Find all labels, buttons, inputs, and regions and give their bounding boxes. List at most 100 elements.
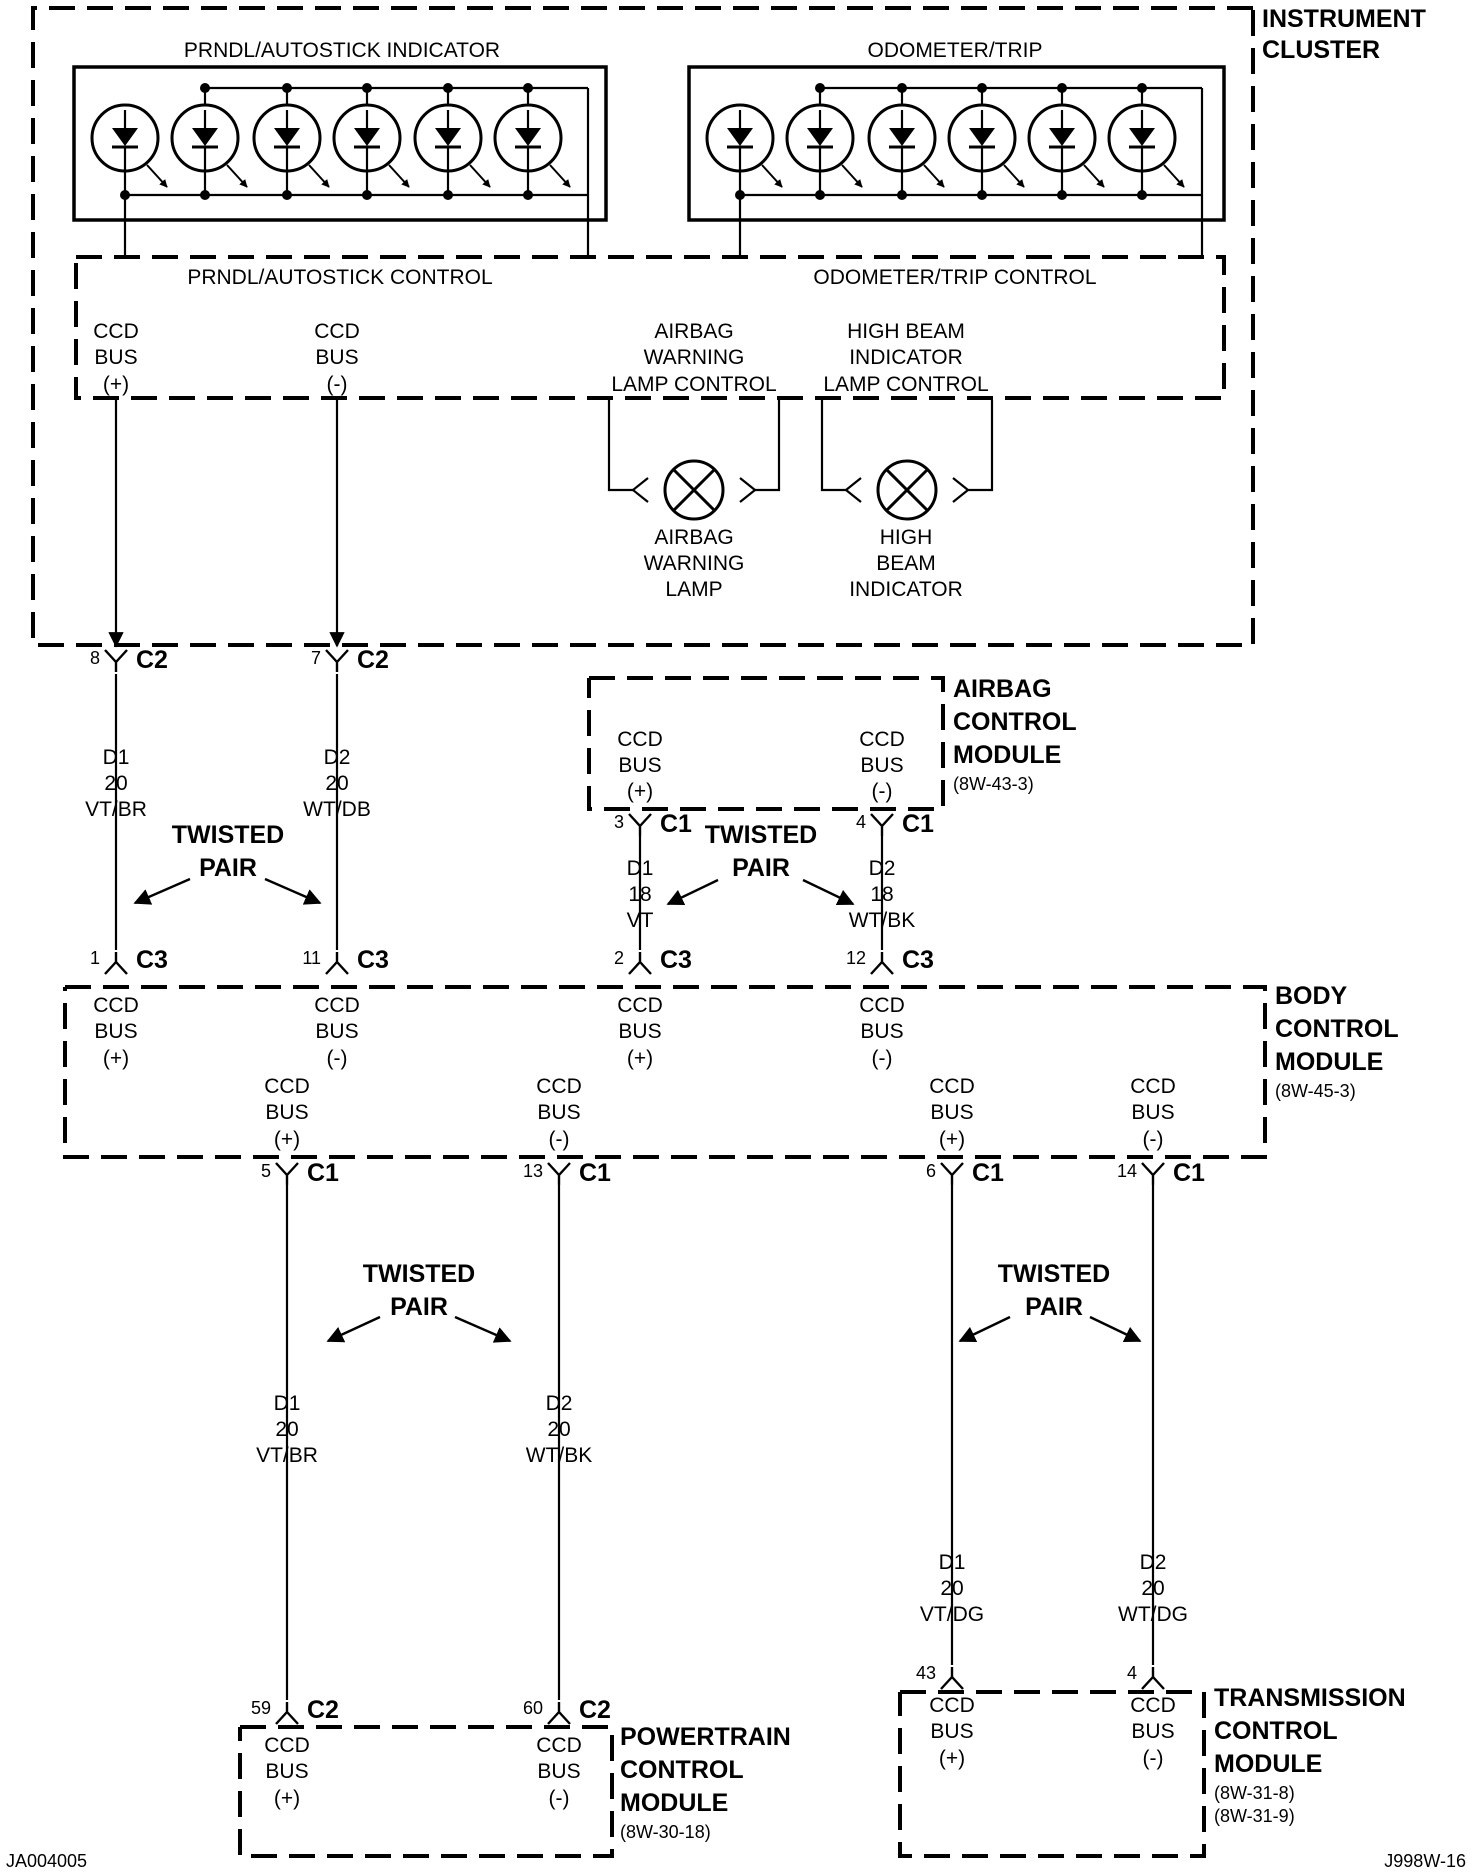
svg-text:WT/DG: WT/DG (1118, 1603, 1188, 1626)
prndl-control-label: PRNDL/AUTOSTICK CONTROL (187, 266, 492, 289)
svg-text:CCD: CCD (859, 994, 905, 1017)
svg-text:VT/DG: VT/DG (920, 1603, 984, 1626)
svg-text:CCD: CCD (93, 320, 139, 343)
odometer-led-segment-icon (867, 83, 945, 200)
airbag-warning-lamp-control-label: AIRBAG WARNING LAMP CONTROL (611, 320, 776, 396)
svg-text:BODY: BODY (1275, 982, 1348, 1010)
svg-text:MODULE: MODULE (620, 1789, 728, 1817)
svg-text:BUS: BUS (537, 1101, 580, 1124)
svg-text:(-): (-) (327, 373, 348, 396)
svg-text:C1: C1 (579, 1159, 611, 1187)
svg-text:TWISTED: TWISTED (705, 821, 818, 849)
svg-text:3: 3 (614, 812, 624, 832)
svg-text:(-): (-) (1143, 1128, 1164, 1151)
connector-tcm-43: 43 (916, 1663, 964, 1690)
prndl-led-segment-icon (90, 103, 168, 200)
connector-bcm-c1-13: 13 C1 (523, 1159, 611, 1187)
svg-text:MODULE: MODULE (1275, 1048, 1383, 1076)
svg-text:CCD: CCD (617, 728, 663, 751)
svg-text:(-): (-) (327, 1047, 348, 1070)
svg-text:(+): (+) (939, 1128, 965, 1151)
svg-text:20: 20 (1141, 1577, 1164, 1600)
svg-text:WARNING: WARNING (644, 346, 745, 369)
connector-tcm-4: 4 (1127, 1663, 1165, 1690)
svg-text:C3: C3 (357, 946, 389, 974)
svg-text:12: 12 (846, 948, 866, 968)
svg-text:8: 8 (90, 648, 100, 668)
svg-text:1: 1 (90, 948, 100, 968)
svg-text:(8W-31-9): (8W-31-9) (1214, 1806, 1295, 1826)
instrument-cluster-title-2: CLUSTER (1262, 36, 1380, 64)
svg-text:VT: VT (627, 909, 654, 932)
prndl-led-segment-icon (332, 83, 410, 200)
svg-text:CCD: CCD (929, 1075, 975, 1098)
svg-text:BUS: BUS (94, 346, 137, 369)
svg-text:CCD: CCD (536, 1734, 582, 1757)
svg-text:C2: C2 (307, 1696, 339, 1724)
svg-text:D1: D1 (103, 746, 130, 769)
svg-text:D1: D1 (627, 857, 654, 880)
svg-text:CCD: CCD (1130, 1694, 1176, 1717)
svg-text:CCD: CCD (859, 728, 905, 751)
svg-text:CCD: CCD (264, 1075, 310, 1098)
svg-text:BUS: BUS (618, 1020, 661, 1043)
instrument-cluster-title-1: INSTRUMENT (1262, 5, 1426, 33)
svg-text:20: 20 (104, 772, 127, 795)
odometer-led-segment-icon (785, 83, 863, 200)
svg-text:BUS: BUS (1131, 1101, 1174, 1124)
svg-text:(8W-43-3): (8W-43-3) (953, 774, 1034, 794)
svg-text:CONTROL: CONTROL (620, 1756, 744, 1784)
svg-text:D2: D2 (1140, 1551, 1167, 1574)
svg-text:VT/BR: VT/BR (256, 1444, 318, 1467)
prndl-indicator-display (72, 65, 608, 222)
connector-acm-c1-4: 4 C1 (856, 810, 934, 838)
svg-text:BUS: BUS (315, 346, 358, 369)
svg-text:(8W-31-8): (8W-31-8) (1214, 1783, 1295, 1803)
svg-text:C1: C1 (902, 810, 934, 838)
svg-text:D2: D2 (324, 746, 351, 769)
svg-text:C2: C2 (357, 646, 389, 674)
svg-text:WT/BK: WT/BK (526, 1444, 593, 1467)
svg-text:MODULE: MODULE (953, 741, 1061, 769)
svg-text:LAMP CONTROL: LAMP CONTROL (823, 373, 988, 396)
svg-text:18: 18 (870, 883, 893, 906)
svg-text:AIRBAG: AIRBAG (654, 320, 733, 343)
svg-text:(8W-30-18): (8W-30-18) (620, 1822, 711, 1842)
svg-text:AIRBAG: AIRBAG (953, 675, 1052, 703)
svg-text:INDICATOR: INDICATOR (849, 578, 963, 601)
prndl-led-segment-icon (252, 83, 330, 200)
svg-text:CONTROL: CONTROL (1275, 1015, 1399, 1043)
svg-text:BUS: BUS (618, 754, 661, 777)
body-control-module: BODY CONTROL MODULE (8W-45-3) CCD BUS (+… (63, 982, 1399, 1159)
svg-text:(+): (+) (627, 780, 653, 803)
svg-text:13: 13 (523, 1161, 543, 1181)
svg-text:TRANSMISSION: TRANSMISSION (1214, 1684, 1406, 1712)
airbag-warning-lamp: AIRBAG WARNING LAMP (607, 400, 781, 601)
svg-text:BUS: BUS (860, 754, 903, 777)
svg-text:INDICATOR: INDICATOR (849, 346, 963, 369)
odometer-led-segment-icon (1027, 83, 1105, 200)
svg-text:C1: C1 (1173, 1159, 1205, 1187)
svg-text:20: 20 (275, 1418, 298, 1441)
svg-text:BUS: BUS (860, 1020, 903, 1043)
svg-text:CCD: CCD (264, 1734, 310, 1757)
cluster-ccd-bus-minus: CCD BUS (-) (314, 320, 360, 396)
svg-text:HIGH: HIGH (880, 526, 933, 549)
svg-text:CCD: CCD (929, 1694, 975, 1717)
figure-id-left: JA004005 (6, 1851, 87, 1871)
svg-text:7: 7 (311, 648, 321, 668)
figure-id-right: J998W-16 (1384, 1851, 1466, 1871)
svg-text:4: 4 (856, 812, 866, 832)
